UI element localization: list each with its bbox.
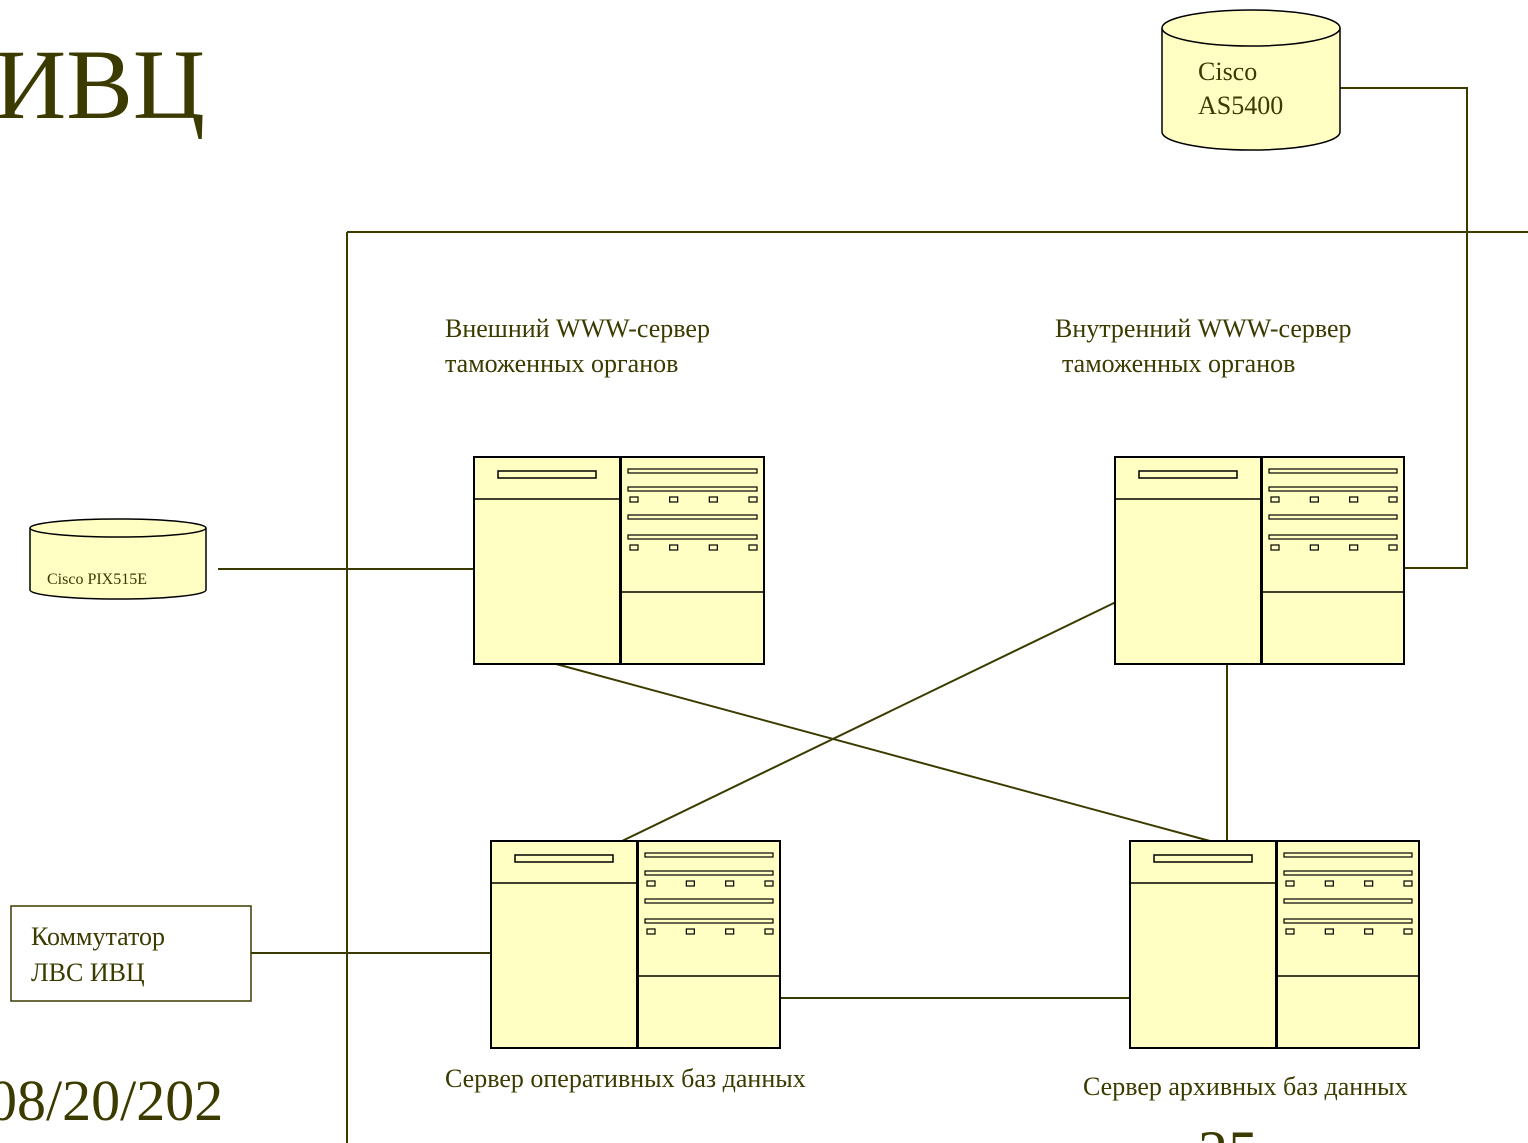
server-indicator-led [764, 928, 774, 935]
server-bay-strip-2 [1268, 486, 1398, 492]
server-indicator-led [669, 496, 679, 503]
server-indicator-led [748, 544, 758, 551]
server-bay-strip-2 [627, 486, 758, 492]
server-indicator-led [1364, 928, 1374, 935]
server-indicator-led [1349, 544, 1359, 551]
link-internal-www-operational-db [621, 601, 1117, 842]
server-indicator-led [1349, 496, 1359, 503]
server-bay-strip-4 [1268, 534, 1398, 540]
server-indicator-led [708, 496, 718, 503]
server-indicator-led [629, 496, 639, 503]
server-indicator-led [685, 928, 695, 935]
lan-switch-box [10, 905, 252, 1002]
server-bay-strip-3 [1268, 514, 1398, 520]
archive-db-caption: Сервер архивных баз данных [1083, 1072, 1408, 1101]
slide-title: ИВЦ [0, 29, 205, 140]
cisco-as5400-device: Cisco AS5400 [1161, 9, 1341, 151]
server-bay-strip-4 [1283, 918, 1413, 924]
server-archive-db [1129, 840, 1420, 1049]
server-indicator-led [1270, 544, 1280, 551]
server-bay-strip-1 [1268, 468, 1398, 474]
server-bay-strip-1 [1283, 852, 1413, 858]
server-bay-strip-1 [644, 852, 774, 858]
lan-switch-line1: Коммутатор [31, 922, 165, 951]
server-operational-db [490, 840, 781, 1049]
cylinder-top [1161, 9, 1341, 47]
server-indicator-led [1285, 928, 1295, 935]
server-indicator-led [1388, 496, 1398, 503]
server-indicator-led [725, 928, 735, 935]
server-indicator-led [1309, 496, 1319, 503]
link-external-www-archive-db [555, 663, 1211, 842]
internal-www-caption-line2: таможенных органов [1062, 349, 1295, 378]
server-indicator-led [1388, 544, 1398, 551]
server-indicator-led [646, 928, 656, 935]
page-number: 25 [1198, 1119, 1258, 1143]
server-left-unit [473, 456, 621, 665]
server-bay-strip-3 [1283, 898, 1413, 904]
server-indicator-led [1403, 928, 1413, 935]
server-internal-www [1114, 456, 1405, 665]
server-left-unit [1114, 456, 1262, 665]
cylinder-top [29, 518, 207, 538]
cylinder-body [1161, 28, 1341, 151]
server-indicator-led [1309, 544, 1319, 551]
server-drive-slot [1138, 470, 1238, 479]
server-left-unit [490, 840, 638, 1049]
connections [218, 87, 1528, 1143]
server-indicator-led [708, 544, 718, 551]
cylinder-body [29, 528, 207, 600]
server-drive-slot [514, 854, 614, 863]
server-indicator-led [629, 544, 639, 551]
external-www-caption-line2: таможенных органов [445, 349, 678, 378]
server-bay-strip-4 [627, 534, 758, 540]
operational-db-caption: Сервер оперативных баз данных [445, 1064, 806, 1093]
server-indicator-led [725, 880, 735, 887]
server-drive-slot [497, 470, 597, 479]
server-external-www [473, 456, 765, 665]
lan-switch-line2: ЛВС ИВЦ [31, 958, 145, 987]
link-as5400-internal-www [1340, 87, 1468, 569]
server-indicator-led [1403, 880, 1413, 887]
cisco-pix-label: Cisco PIX515E [47, 571, 147, 588]
cisco-as5400-line2: AS5400 [1198, 91, 1283, 120]
internal-www-caption-line1: Внутренний WWW-сервер [1055, 314, 1352, 343]
server-bay-strip-4 [644, 918, 774, 924]
cisco-as5400-line1: Cisco [1198, 57, 1257, 86]
server-bay-strip-3 [644, 898, 774, 904]
server-bay-strip-3 [627, 514, 758, 520]
lan-switch-device: Коммутатор ЛВС ИВЦ [10, 905, 252, 1002]
server-indicator-led [1324, 928, 1334, 935]
server-left-unit [1129, 840, 1277, 1049]
server-indicator-led [646, 880, 656, 887]
server-drive-slot [1153, 854, 1253, 863]
server-indicator-led [669, 544, 679, 551]
server-indicator-led [1324, 880, 1334, 887]
server-bay-strip-2 [1283, 870, 1413, 876]
server-indicator-led [764, 880, 774, 887]
server-bay-strip-2 [644, 870, 774, 876]
server-indicator-led [748, 496, 758, 503]
server-indicator-led [1285, 880, 1295, 887]
cisco-pix-device: Cisco PIX515E [29, 518, 207, 600]
server-indicator-led [1364, 880, 1374, 887]
server-indicator-led [1270, 496, 1280, 503]
server-indicator-led [685, 880, 695, 887]
slide-date: 08/20/202 [0, 1068, 223, 1133]
server-bay-strip-1 [627, 468, 758, 474]
external-www-caption-line1: Внешний WWW-сервер [445, 314, 710, 343]
